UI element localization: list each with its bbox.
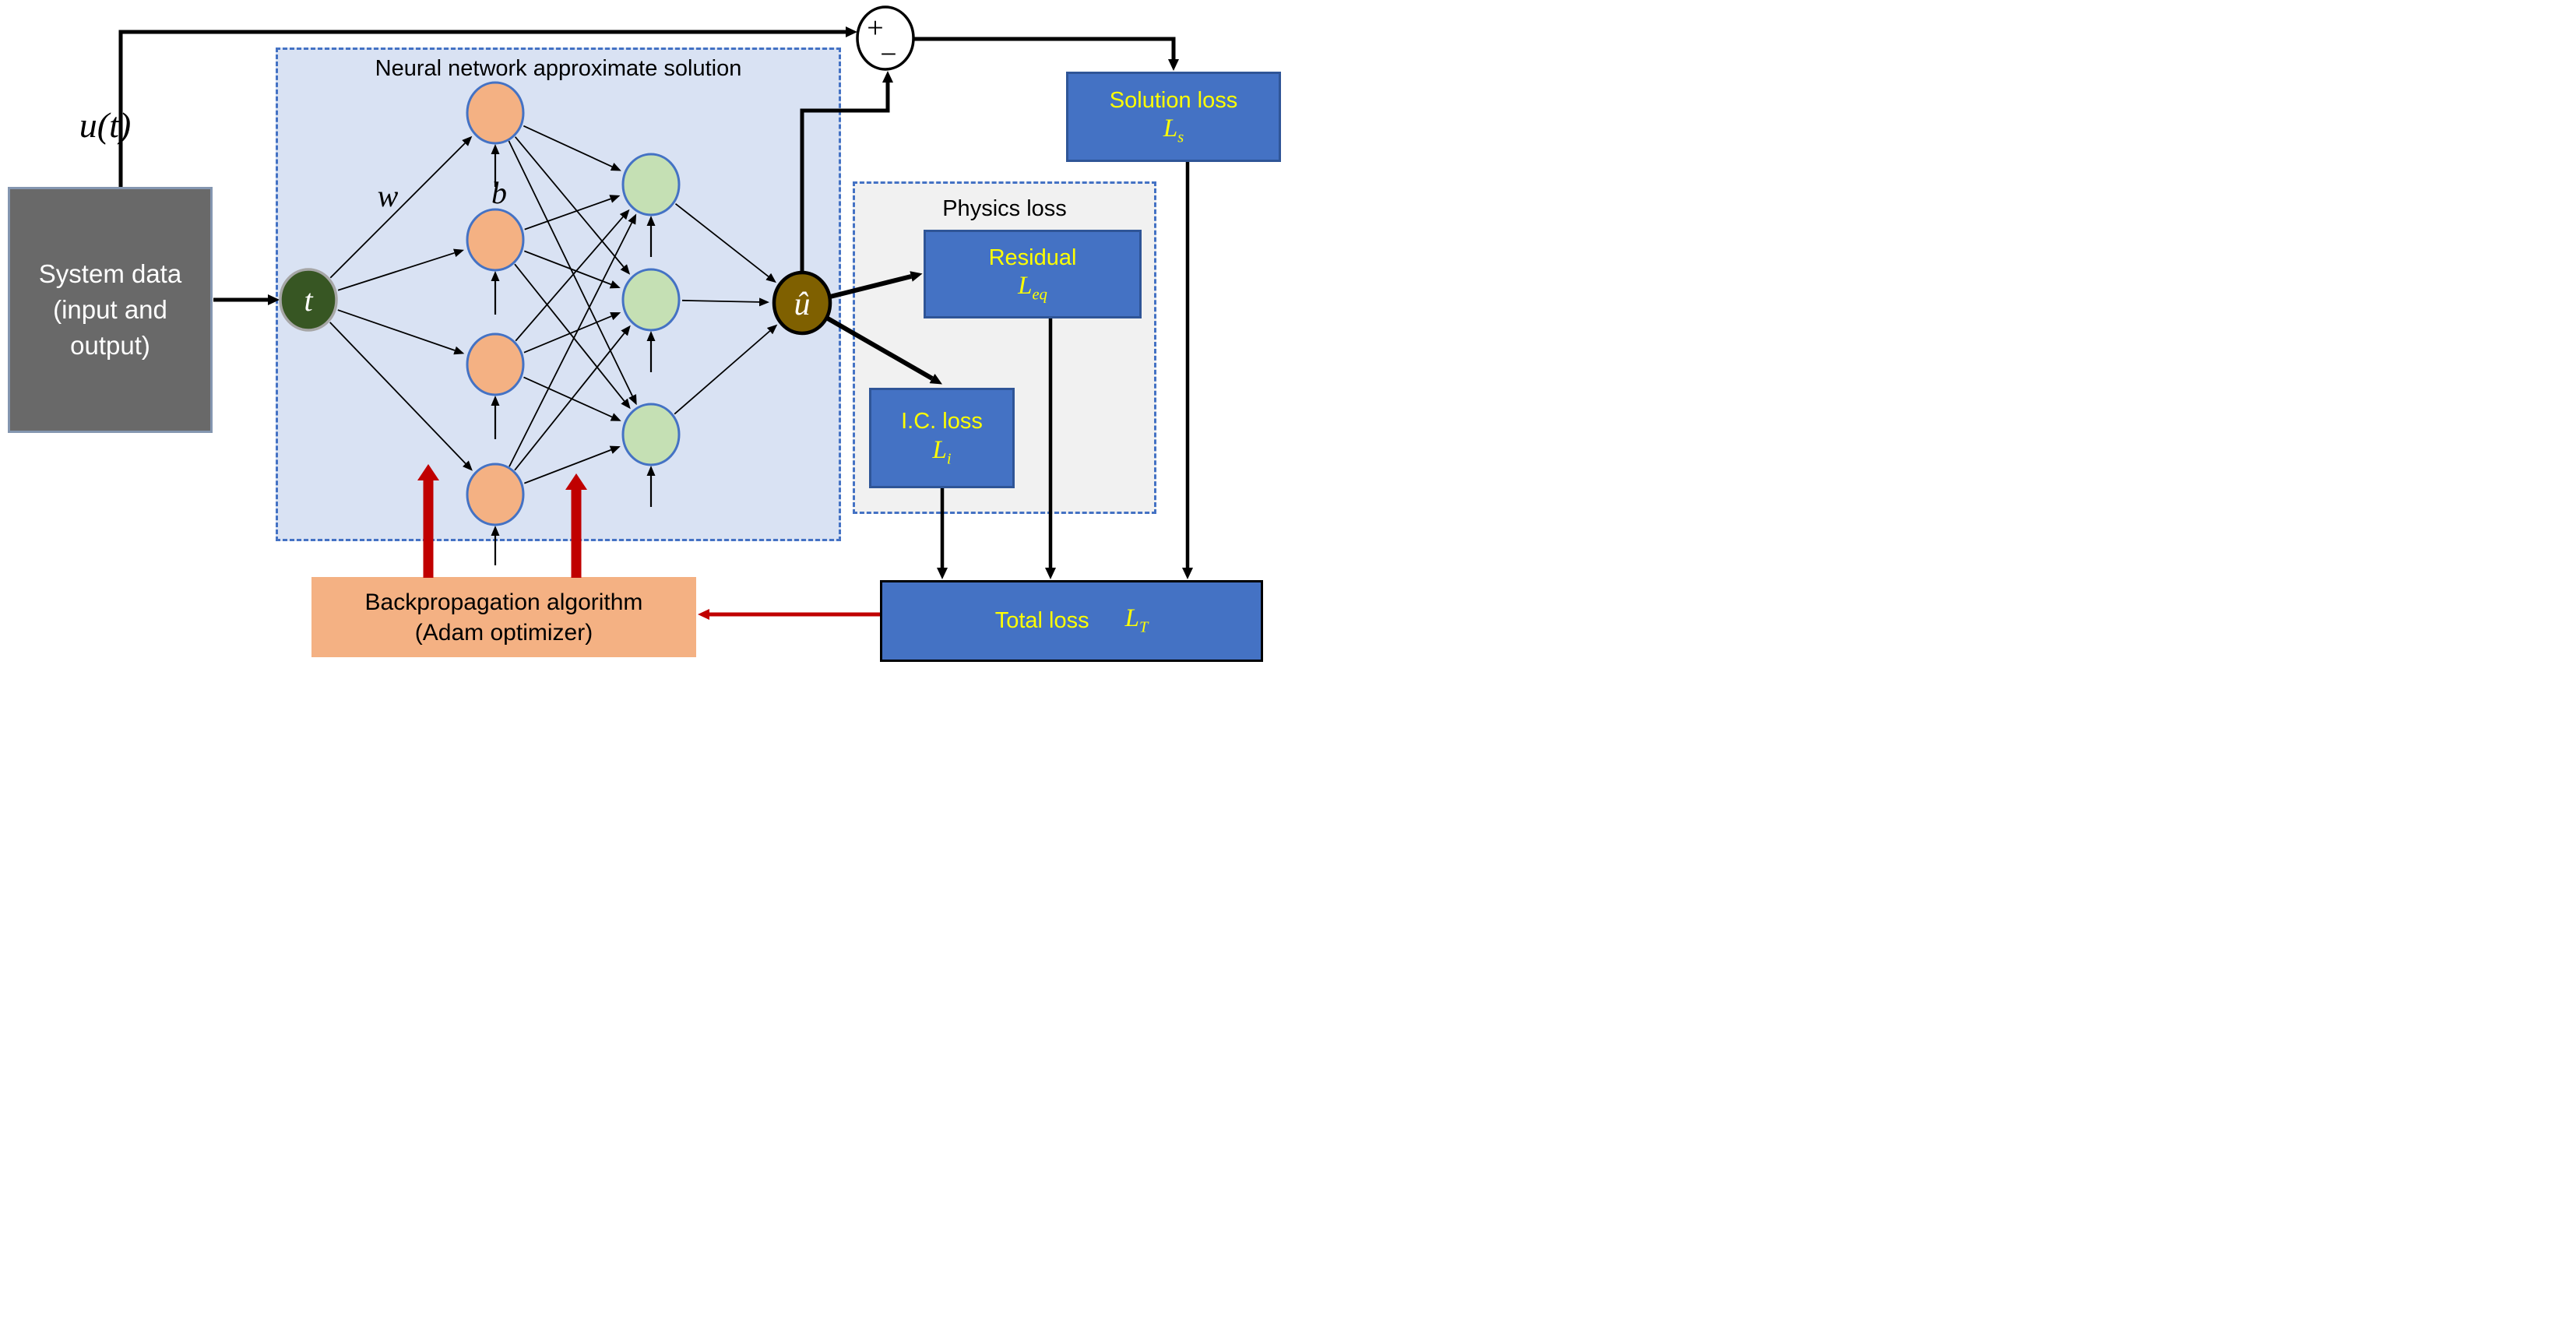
ic-loss-symbol: Li: [932, 435, 952, 468]
solution-loss-symbol: Ls: [1163, 114, 1184, 146]
solution-loss-title: Solution loss: [1109, 87, 1238, 113]
solution-loss-box: Solution loss Ls: [1066, 72, 1281, 162]
minus-sign: −: [880, 38, 896, 71]
junction-circle: [856, 5, 915, 71]
system-data-line-1: System data: [38, 259, 182, 288]
ic-loss-title: I.C. loss: [901, 409, 983, 435]
bias-label: b: [491, 175, 507, 210]
backpropagation-line-1: Backpropagation algorithm: [364, 589, 643, 615]
total-loss-box: Total loss LT: [880, 580, 1263, 662]
system-data-line-3: output): [70, 331, 150, 361]
neural-network-region-title: Neural network approximate solution: [375, 56, 742, 81]
total-loss-title: Total loss: [994, 608, 1089, 634]
residual-box: Residual Leq: [924, 230, 1142, 318]
residual-symbol: Leq: [1018, 272, 1047, 304]
junction-to-solution-loss-arrow: [913, 37, 1179, 71]
plus-sign: +: [867, 12, 883, 44]
total-loss-symbol: LT: [1124, 604, 1149, 637]
system-data-line-2: (input and: [53, 294, 167, 324]
system-data-box: System data (input and output): [8, 187, 213, 433]
residual-title: Residual: [988, 245, 1077, 270]
backpropagation-line-2: (Adam optimizer): [414, 619, 593, 646]
summing-junction: +−: [856, 5, 915, 71]
physics-loss-region-title: Physics loss: [942, 196, 1067, 221]
pinn-diagram: Neural network approximate solution Phys…: [0, 0, 1288, 665]
u-of-t-label: u(t): [79, 105, 132, 145]
ic-loss-box: I.C. loss Li: [869, 388, 1015, 488]
neural-network-region: Neural network approximate solution: [276, 48, 841, 541]
weight-label: w: [377, 178, 399, 213]
backpropagation-box: Backpropagation algorithm (Adam optimize…: [311, 577, 696, 657]
